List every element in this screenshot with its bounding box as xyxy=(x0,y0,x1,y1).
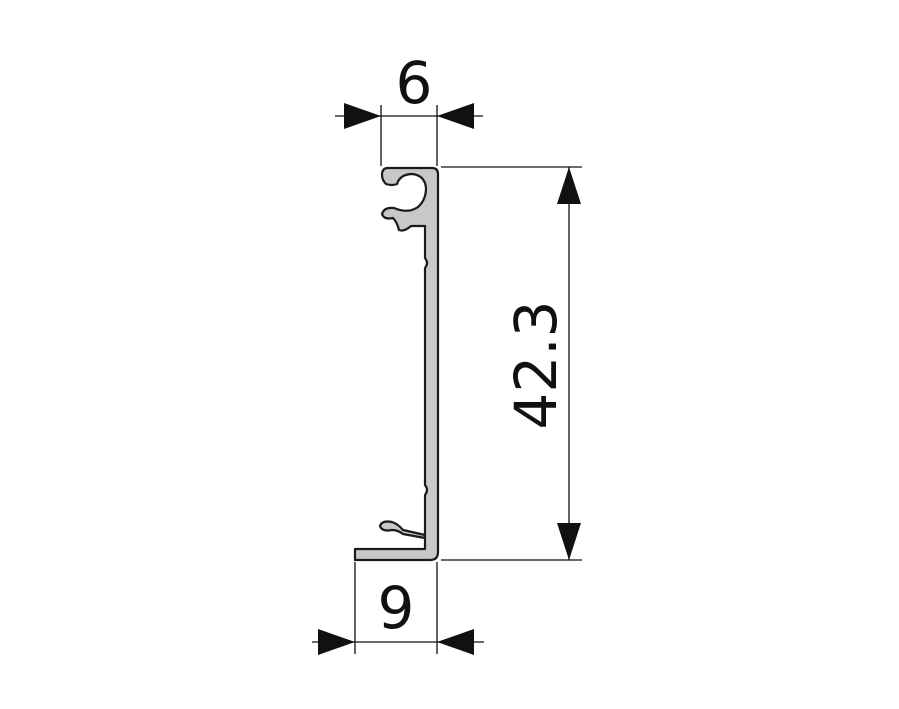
arrowhead xyxy=(557,523,581,560)
arrowhead xyxy=(344,103,381,129)
dimension-height-label: 42.3 xyxy=(502,300,570,429)
dimension-bottom-label: 9 xyxy=(378,574,415,642)
dimension-top: 6 xyxy=(335,49,483,166)
profile-section xyxy=(353,166,440,562)
arrowhead xyxy=(437,103,474,129)
arrowhead xyxy=(318,629,355,655)
arrowhead xyxy=(557,167,581,204)
profile-shape xyxy=(353,166,440,562)
dimension-bottom: 9 xyxy=(312,562,484,655)
arrowhead xyxy=(437,629,474,655)
dimension-height: 42.3 xyxy=(441,166,582,561)
dimension-top-label: 6 xyxy=(396,49,433,117)
